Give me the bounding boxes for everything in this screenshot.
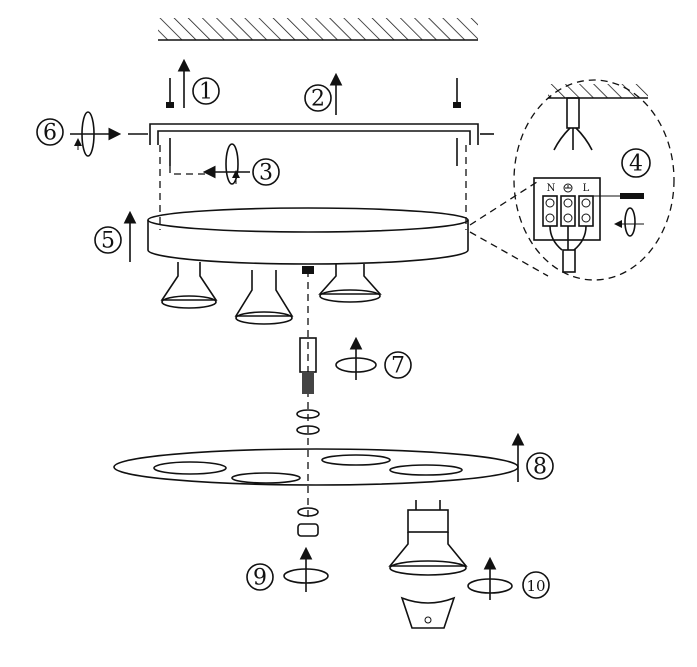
ceiling-screw-right [453, 78, 461, 108]
mounting-bracket [128, 123, 494, 145]
ceiling [158, 18, 478, 41]
washer [296, 425, 320, 435]
washer [296, 409, 320, 419]
washer [297, 507, 319, 517]
spot-bulb [160, 262, 218, 309]
rotate-icon [283, 546, 329, 592]
rotate-icon [624, 207, 636, 237]
step-number: 4 [629, 152, 643, 177]
terminal-neutral-label: N [547, 183, 556, 194]
nut [297, 523, 319, 537]
step-3: 3 [252, 158, 280, 186]
step-number: 2 [311, 87, 325, 112]
step-number: 1 [199, 80, 213, 105]
step-number: 3 [259, 161, 273, 186]
step-number: 10 [526, 577, 545, 595]
wiring-detail: N L [469, 79, 675, 281]
step-6: 6 [36, 118, 64, 146]
step-number: 8 [533, 455, 547, 480]
step-number: 9 [253, 566, 267, 591]
screwdriver-icon [620, 193, 644, 199]
gu10-bulb [388, 500, 468, 576]
canopy [147, 207, 469, 265]
ground-symbol-icon [563, 183, 573, 193]
rotate-icon [202, 143, 250, 185]
bulb-holder [400, 596, 456, 629]
rotate-icon [467, 556, 513, 600]
step-8: 8 [526, 452, 554, 480]
step-4: 4 [621, 148, 651, 178]
threaded-stud [302, 266, 314, 274]
spot-bulb [318, 264, 382, 303]
step-number: 5 [101, 229, 115, 254]
step-1: 1 [192, 77, 220, 105]
ceiling-screw-left [166, 78, 174, 108]
step-number: 7 [391, 354, 405, 379]
spot-bulb [234, 270, 294, 325]
rotate-icon [70, 111, 122, 157]
guide-line [169, 166, 210, 175]
spacer-rod [299, 337, 317, 394]
step-9: 9 [246, 563, 274, 591]
step-7: 7 [384, 351, 412, 379]
step-number: 6 [43, 121, 57, 146]
terminal-live-label: L [583, 183, 590, 194]
rotate-icon [335, 336, 377, 380]
terminal-block [533, 177, 601, 241]
step-2: 2 [304, 84, 332, 112]
step-5: 5 [94, 226, 122, 254]
cover-plate [113, 448, 519, 486]
step-10: 10 [522, 571, 550, 599]
